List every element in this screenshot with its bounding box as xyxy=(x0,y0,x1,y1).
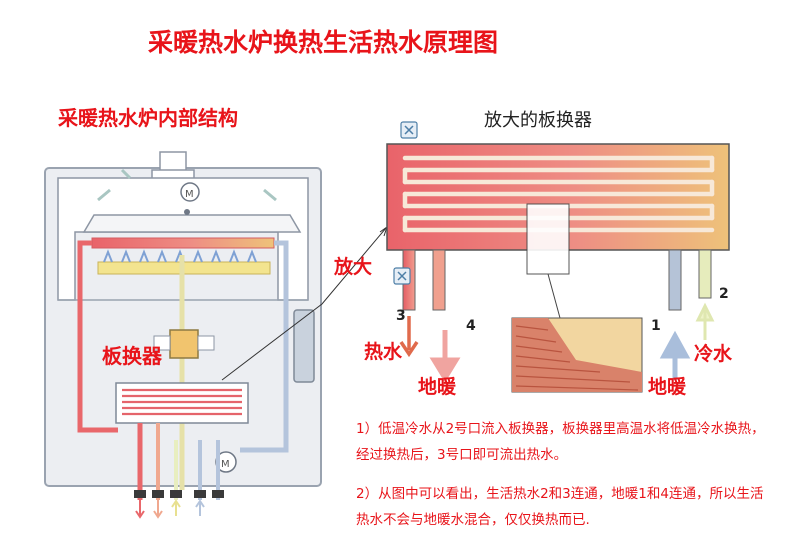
floor-heating-in-arrow xyxy=(659,330,691,380)
port-label-1: 1 xyxy=(651,318,661,334)
zoom-connector xyxy=(221,227,387,381)
svg-text:M: M xyxy=(221,459,230,470)
floor-heating-label-left: 地暖 xyxy=(418,376,457,398)
zoom-label: 放大 xyxy=(334,256,373,278)
boiler-structure-title: 采暖热水炉内部结构 xyxy=(58,106,238,130)
zoom-window xyxy=(526,203,570,275)
cold-water-arrow xyxy=(695,302,715,340)
heat-exchanger-label: 板换器 xyxy=(102,344,162,368)
primary-heat-exchanger xyxy=(91,237,275,249)
port-label-2: 2 xyxy=(719,286,729,302)
floor-heating-out-arrow xyxy=(429,330,461,383)
port-label-3: 3 xyxy=(396,308,406,324)
note-1: 1）低温冷水从2号口流入板换器，板换器里高温水将低温冷水换热，经过换热后，3号口… xyxy=(356,421,765,463)
enlarged-heat-exchanger xyxy=(386,121,730,393)
hot-water-label: 热水 xyxy=(364,341,403,363)
diagram-title: 采暖热水炉换热生活热水原理图 xyxy=(148,28,499,57)
plate-cross-section xyxy=(511,317,643,393)
hot-water-arrow xyxy=(399,316,419,358)
svg-text:M: M xyxy=(185,189,194,200)
return-pipe-cold xyxy=(240,240,289,453)
enlarged-exchanger-title: 放大的板换器 xyxy=(484,110,592,131)
exhaust-arrow xyxy=(97,188,111,202)
gas-valve xyxy=(169,329,199,359)
fan-motor-icon xyxy=(180,182,200,202)
expansion-tank xyxy=(293,309,315,383)
pipe-port-4 xyxy=(432,249,446,311)
pipe-port-2 xyxy=(698,249,712,299)
port-label-4: 4 xyxy=(466,318,476,334)
boiler-structure: M xyxy=(44,151,322,519)
cold-water-label: 冷水 xyxy=(694,343,733,365)
pipe-port-1 xyxy=(668,249,682,311)
exchanger-channels xyxy=(402,155,715,233)
burner-flames xyxy=(103,249,257,263)
note-2: 2）从图中可以看出，生活热水2和3连通，地暖1和4连通，所以生活热水不会与地暖水… xyxy=(356,486,764,528)
supply-pipe-hot xyxy=(77,240,118,433)
floor-heating-label-right: 地暖 xyxy=(648,376,687,398)
